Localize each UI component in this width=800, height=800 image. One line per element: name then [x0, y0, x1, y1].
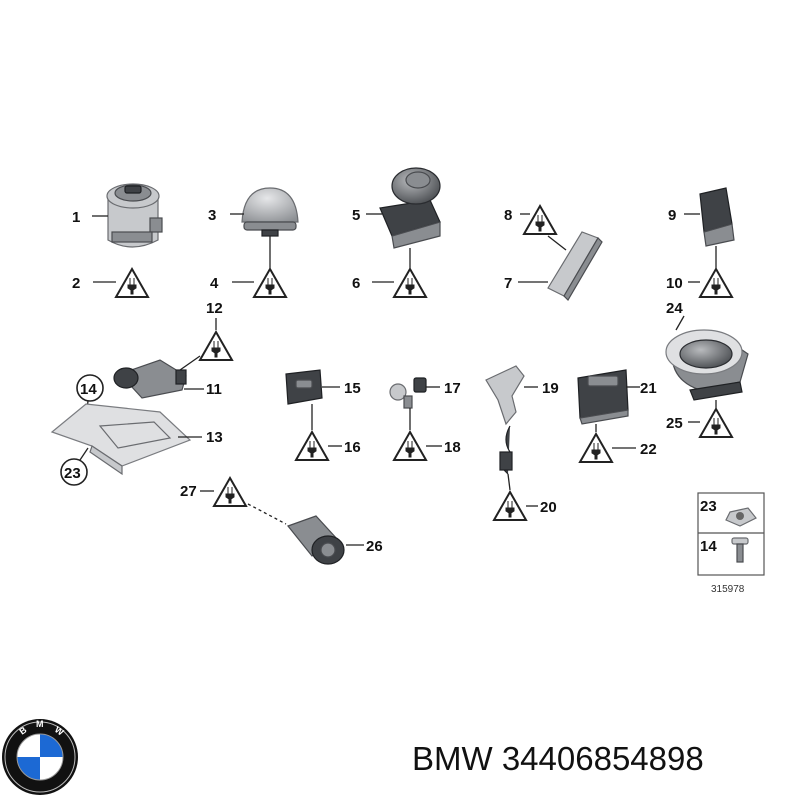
part-number: 34406854898 — [501, 740, 704, 777]
label-6: 6 — [352, 275, 360, 292]
label-24: 24 — [666, 300, 683, 317]
legend-item-b: 14 — [700, 538, 717, 555]
part-17-connector — [389, 377, 427, 409]
part-15-small-switch — [285, 369, 323, 405]
label-9: 9 — [668, 207, 676, 224]
part-26-socket — [287, 515, 345, 565]
part-13-bracket — [50, 403, 192, 476]
nut-icon — [725, 507, 757, 527]
part-19-lever — [485, 365, 525, 475]
label-23-circled: 23 — [64, 465, 81, 482]
svg-text:B: B — [17, 724, 28, 736]
part-7-switch-bar — [547, 231, 603, 301]
label-5: 5 — [352, 207, 360, 224]
product-caption: BMW 34406854898 — [412, 740, 704, 778]
label-19: 19 — [542, 380, 559, 397]
electrical-warning-triangle-icon — [579, 433, 613, 463]
part-21-switch-module — [577, 369, 629, 425]
electrical-warning-triangle-icon — [295, 431, 329, 461]
electrical-warning-triangle-icon — [393, 268, 427, 298]
legend-ref-number: 315978 — [711, 584, 745, 595]
part-3-dome-cap — [241, 187, 299, 237]
label-15: 15 — [344, 380, 361, 397]
electrical-warning-triangle-icon — [213, 477, 247, 507]
label-27: 27 — [180, 483, 197, 500]
legend-box: 23 14 315978 — [697, 492, 765, 595]
brand-name: BMW — [412, 740, 493, 777]
part-9-module — [699, 187, 735, 247]
electrical-warning-triangle-icon — [493, 491, 527, 521]
part-1-ignition-lock — [106, 183, 163, 248]
label-21: 21 — [640, 380, 657, 397]
label-4: 4 — [210, 275, 219, 292]
label-7: 7 — [504, 275, 512, 292]
electrical-warning-triangle-icon — [393, 431, 427, 461]
label-8: 8 — [504, 207, 512, 224]
label-16: 16 — [344, 439, 361, 456]
label-1: 1 — [72, 209, 80, 226]
label-12: 12 — [206, 300, 223, 317]
label-10: 10 — [666, 275, 683, 292]
label-13: 13 — [206, 429, 223, 446]
bmw-logo-icon: B M W — [2, 719, 78, 795]
label-2: 2 — [72, 275, 80, 292]
part-11-sensor — [113, 359, 187, 399]
electrical-warning-triangle-icon — [523, 205, 557, 235]
label-22: 22 — [640, 441, 657, 458]
label-17: 17 — [444, 380, 461, 397]
screw-icon — [731, 537, 749, 563]
electrical-warning-triangle-icon — [699, 408, 733, 438]
part-5-controller — [379, 167, 441, 249]
label-11: 11 — [206, 381, 222, 398]
electrical-warning-triangle-icon — [253, 268, 287, 298]
electrical-warning-triangle-icon — [115, 268, 149, 298]
electrical-warning-triangle-icon — [199, 331, 233, 361]
electrical-warning-triangle-icon — [699, 268, 733, 298]
svg-text:M: M — [36, 719, 44, 729]
label-20: 20 — [540, 499, 557, 516]
label-18: 18 — [444, 439, 461, 456]
label-14-circled: 14 — [80, 381, 97, 398]
part-24-round-switch — [665, 329, 749, 401]
legend-item-a: 23 — [700, 498, 717, 515]
label-3: 3 — [208, 207, 216, 224]
label-25: 25 — [666, 415, 683, 432]
label-26: 26 — [366, 538, 383, 555]
